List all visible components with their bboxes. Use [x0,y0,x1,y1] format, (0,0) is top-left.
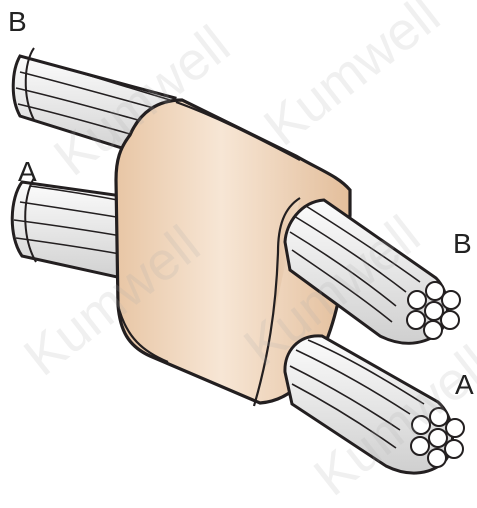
label-b-top-left: B [8,8,27,36]
label-a-mid-left: A [18,158,37,186]
label-a-right-lower: A [455,371,474,399]
label-b-right-upper: B [453,230,472,258]
